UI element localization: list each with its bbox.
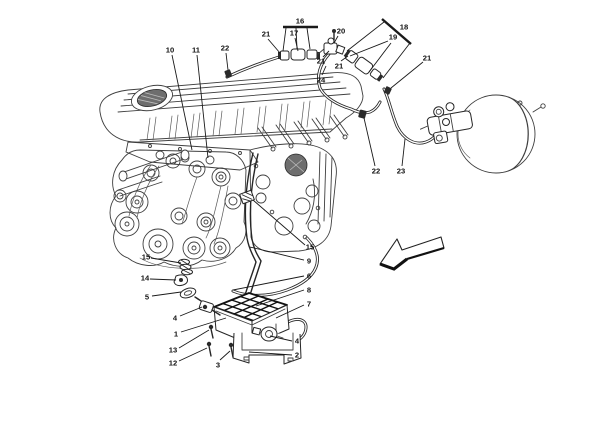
connector-valve (198, 300, 221, 316)
retaining-clip (173, 274, 188, 287)
grommet-stack (178, 258, 193, 276)
callout-number: 7 (307, 300, 311, 309)
air-inlet-duct (130, 84, 174, 112)
callout-21: 21 (317, 50, 330, 66)
callout-number: 22 (372, 167, 380, 176)
callout-15: 15 (252, 199, 315, 252)
callout-number: 3 (216, 361, 220, 370)
callout-number: 21 (262, 30, 271, 39)
callout-number: 24 (317, 76, 326, 85)
direction-arrow-icon (379, 236, 445, 271)
coolant-pipes (117, 149, 190, 197)
callout-number: 4 (173, 314, 178, 323)
callout-1: 1 (174, 317, 227, 339)
tee-fitting (323, 29, 346, 55)
callout-number: 11 (192, 46, 201, 55)
hose-clamp (239, 189, 255, 205)
callout-number: 10 (166, 46, 174, 55)
callout-number: 12 (169, 359, 177, 368)
callout-2: 2 (248, 351, 299, 360)
callout-number: 15 (306, 243, 315, 252)
callout-9: 9 (249, 246, 311, 266)
callout-number: 21 (423, 54, 432, 63)
callout-number: 1 (174, 330, 179, 339)
callout-19: 19 (349, 33, 397, 73)
callout-15: 15 (142, 253, 182, 264)
intake-plenum (99, 72, 364, 155)
callout-22: 22 (221, 44, 229, 71)
callout-21: 21 (390, 54, 432, 89)
callout-4: 4 (173, 306, 203, 323)
callout-21: 21 (262, 30, 281, 54)
brake-booster (420, 94, 546, 174)
callout-number: 16 (296, 17, 304, 26)
callout-number: 23 (397, 167, 405, 176)
hose-clamp (358, 109, 367, 119)
callout-4: 4 (269, 335, 300, 346)
callout-3: 3 (216, 350, 231, 370)
pump-valve (251, 326, 284, 342)
engine-assembly (99, 72, 364, 269)
callout-number: 17 (290, 29, 298, 38)
hose-clamp (224, 69, 232, 78)
callout-number: 8 (307, 286, 311, 295)
callout-5: 5 (145, 291, 182, 302)
twin-hoses (240, 152, 262, 307)
callout-number: 21 (317, 57, 326, 66)
callout-number: 19 (389, 33, 397, 42)
callout-number: 13 (169, 346, 177, 355)
callout-13: 13 (169, 329, 210, 355)
callout-number: 15 (142, 253, 151, 262)
mounting-bracket (232, 332, 302, 365)
callout-number: 18 (400, 23, 408, 32)
callout-22: 22 (363, 117, 380, 176)
callout-number: 5 (145, 293, 150, 302)
hose-clamp (383, 86, 392, 95)
spark-plug-wires (257, 114, 349, 152)
callout-8: 8 (255, 286, 311, 307)
callout-7: 7 (275, 300, 311, 319)
seal-ring (179, 287, 197, 299)
callout-number: 21 (335, 62, 344, 71)
callout-number: 9 (307, 257, 311, 266)
callout-number: 20 (337, 27, 345, 36)
fitting-screw (332, 29, 336, 33)
engine-pulleys (113, 153, 242, 260)
callout-11: 11 (192, 46, 209, 159)
air-pump-assembly (173, 258, 302, 365)
callout-18: 18 (346, 18, 412, 79)
callout-21: 21 (335, 55, 349, 71)
engine-right-side (249, 143, 337, 253)
check-valve-right (343, 49, 384, 82)
callout-number: 22 (221, 44, 229, 53)
callout-23: 23 (397, 138, 406, 176)
callout-number: 4 (295, 337, 300, 346)
callout-10: 10 (166, 46, 193, 151)
callout-14: 14 (141, 274, 177, 283)
callout-16: 16 (282, 17, 318, 52)
callout-number: 14 (141, 274, 150, 283)
bolts (206, 324, 234, 358)
callout-6: 6 (232, 272, 311, 291)
callout-24: 24 (317, 65, 327, 85)
plenum-ribs (146, 98, 333, 141)
callout-number: 2 (295, 351, 299, 360)
callout-20: 20 (333, 27, 345, 44)
booster-check-valve-port (442, 118, 450, 126)
callout-number: 6 (307, 272, 311, 281)
callout-12: 12 (169, 347, 208, 368)
